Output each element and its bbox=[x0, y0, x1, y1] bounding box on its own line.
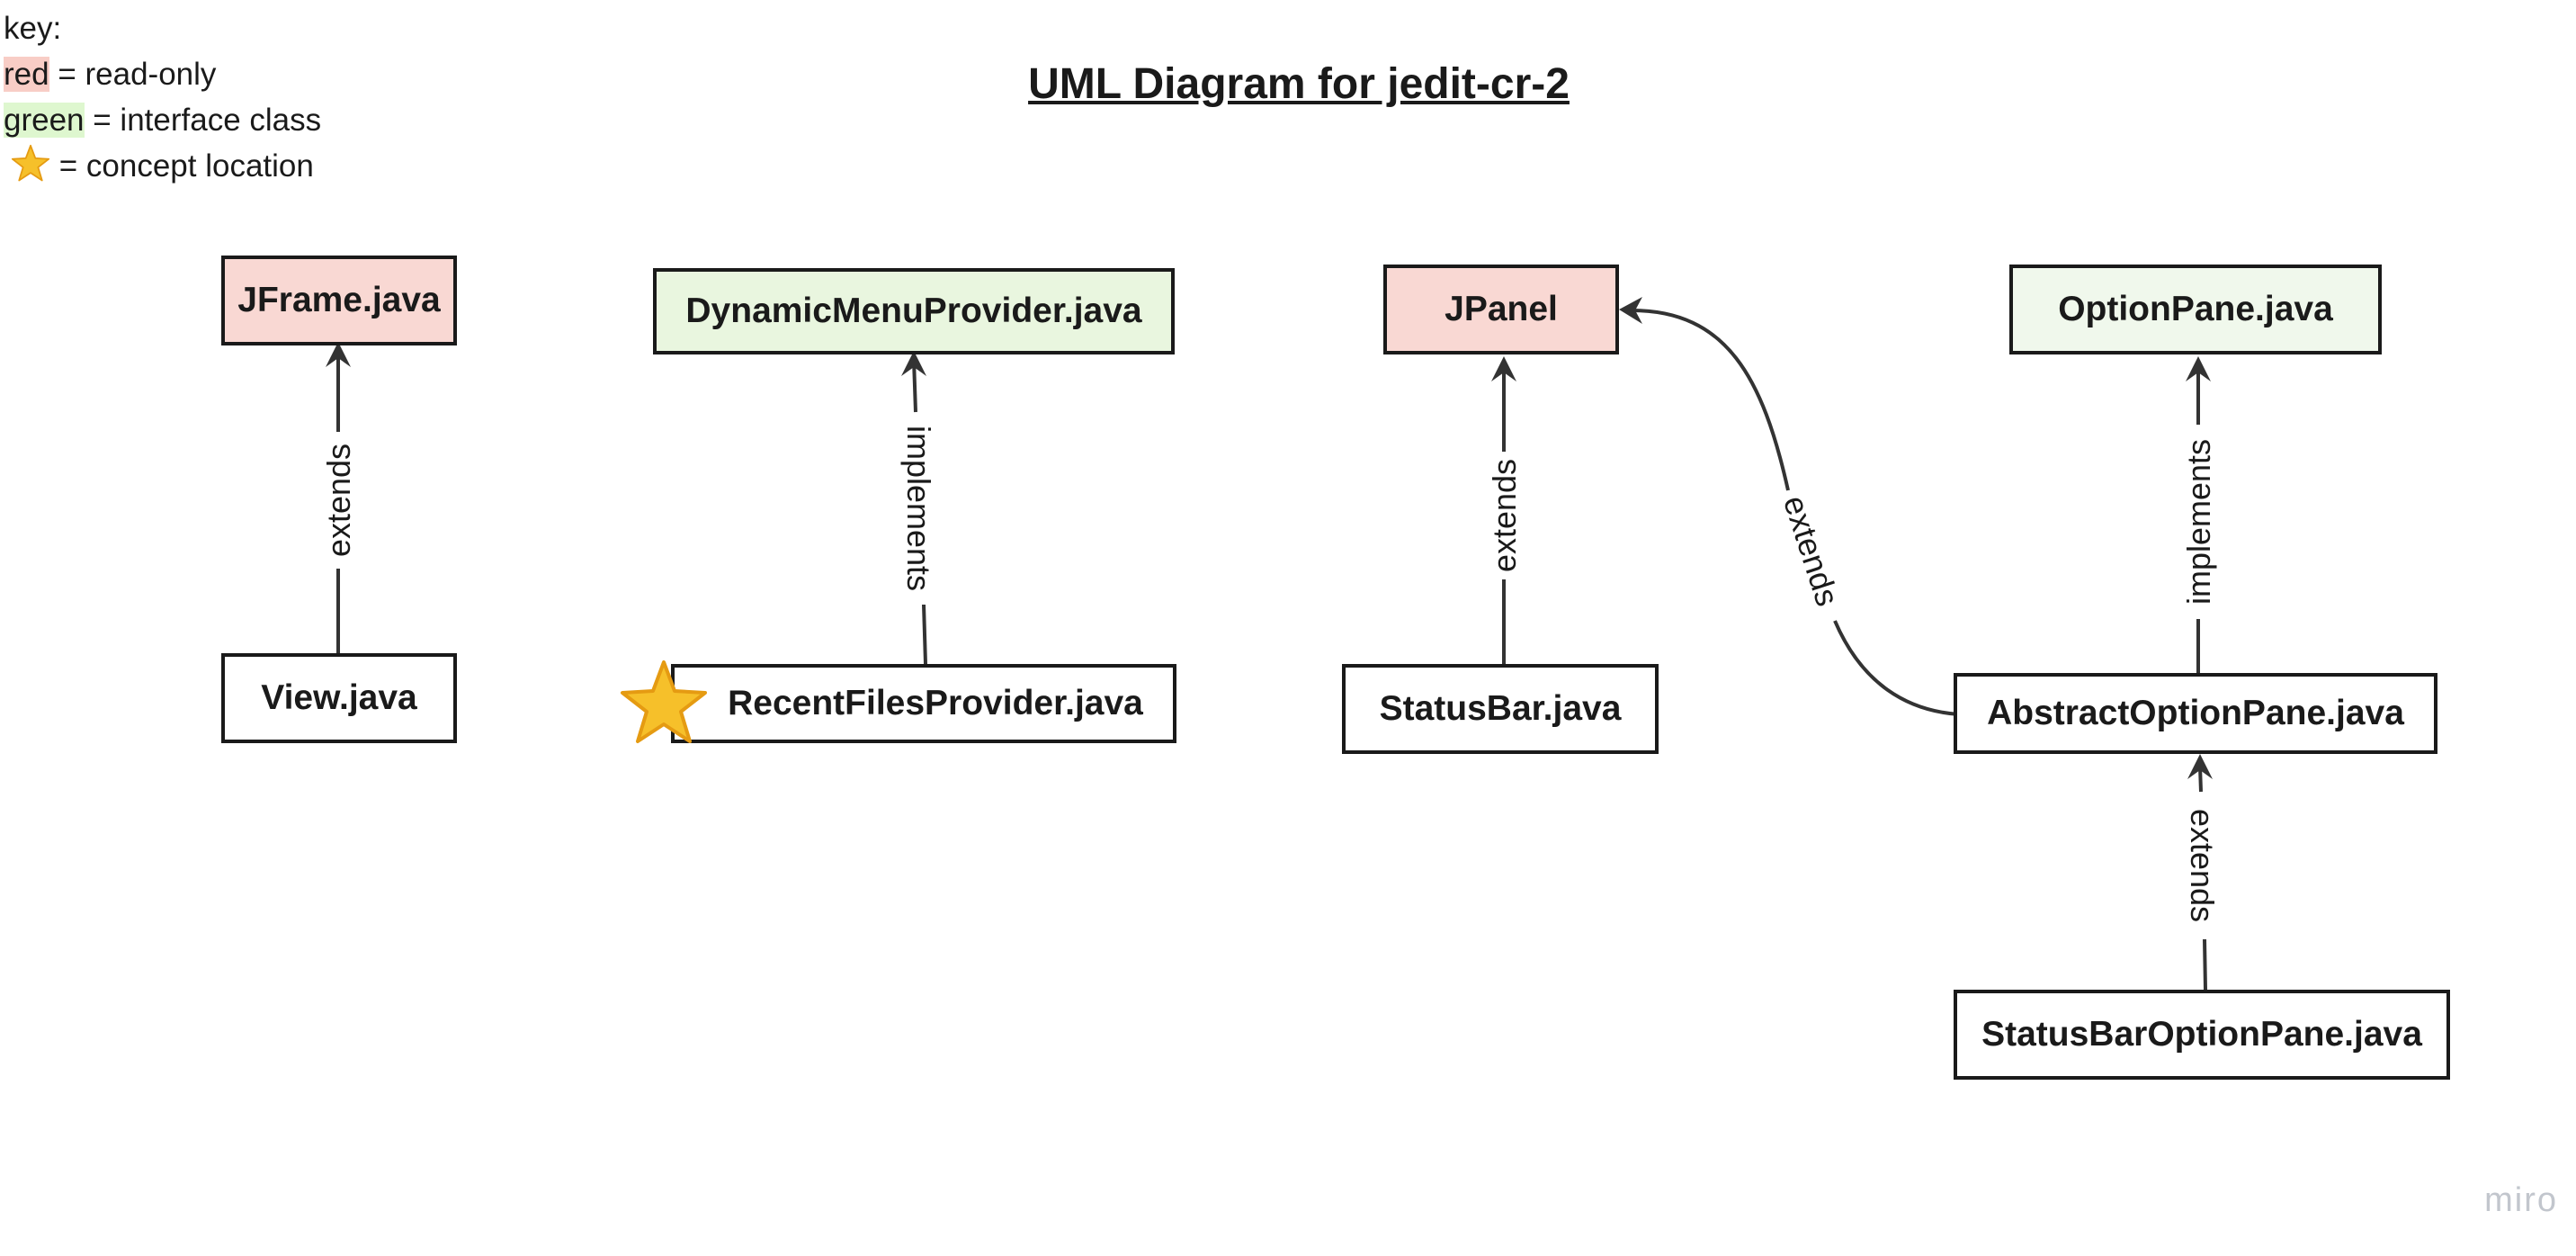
legend-star-desc: = concept location bbox=[50, 148, 314, 184]
edge-label-recent-dynamic: implements bbox=[900, 426, 937, 591]
edge-label-statusbar-jpanel: extends bbox=[1486, 459, 1523, 572]
star-icon bbox=[619, 659, 709, 749]
legend-star-row: = concept location bbox=[4, 143, 321, 189]
node-recent-files-provider[interactable]: RecentFilesProvider.java bbox=[671, 664, 1176, 743]
legend-heading: key: bbox=[4, 11, 62, 46]
legend-red-desc: = read-only bbox=[49, 57, 217, 92]
legend: key: red = read-only green = interface c… bbox=[4, 5, 321, 189]
node-abstract-option-pane[interactable]: AbstractOptionPane.java bbox=[1954, 673, 2437, 754]
arrowhead-dynamic bbox=[901, 351, 926, 376]
node-view[interactable]: View.java bbox=[221, 653, 457, 743]
edge-label-abstract-optionpane: implements bbox=[2180, 439, 2217, 605]
legend-green-desc: = interface class bbox=[84, 103, 322, 138]
arrowhead-abstract bbox=[2187, 754, 2213, 779]
node-option-pane[interactable]: OptionPane.java bbox=[2009, 265, 2382, 354]
diagram-title: UML Diagram for jedit-cr-2 bbox=[1028, 60, 1570, 108]
edge-statusbaroption-abstract-upper bbox=[2198, 766, 2203, 793]
arrowhead-jframe bbox=[326, 342, 351, 367]
legend-red-swatch: red bbox=[4, 57, 49, 92]
legend-red-row: red = read-only bbox=[4, 51, 321, 97]
arrowhead-jpanel-vertical bbox=[1491, 356, 1516, 381]
star-icon bbox=[4, 144, 50, 184]
node-status-bar[interactable]: StatusBar.java bbox=[1342, 664, 1659, 754]
legend-green-swatch: green bbox=[4, 103, 85, 138]
arrowhead-optionpane bbox=[2186, 356, 2211, 381]
node-dynamic-menu-provider[interactable]: DynamicMenuProvider.java bbox=[653, 268, 1175, 354]
legend-green-row: green = interface class bbox=[4, 97, 321, 143]
edge-abstract-jpanel-upper bbox=[1631, 309, 1790, 491]
edge-label-abstract-jpanel: extends bbox=[1776, 491, 1847, 611]
node-status-bar-option-pane[interactable]: StatusBarOptionPane.java bbox=[1954, 990, 2450, 1080]
node-jframe[interactable]: JFrame.java bbox=[221, 256, 457, 345]
edge-recent-dynamic bbox=[922, 604, 927, 665]
miro-logo: miro bbox=[2484, 1181, 2558, 1219]
edge-abstract-jpanel bbox=[1833, 620, 1960, 716]
edge-recent-dynamic-upper bbox=[912, 359, 917, 413]
node-jpanel[interactable]: JPanel bbox=[1383, 265, 1619, 354]
edge-label-view-jframe: extends bbox=[320, 444, 357, 557]
edge-label-statusbaroption-abstract: extends bbox=[2184, 809, 2221, 922]
arrowhead-jpanel-curve bbox=[1619, 297, 1642, 324]
